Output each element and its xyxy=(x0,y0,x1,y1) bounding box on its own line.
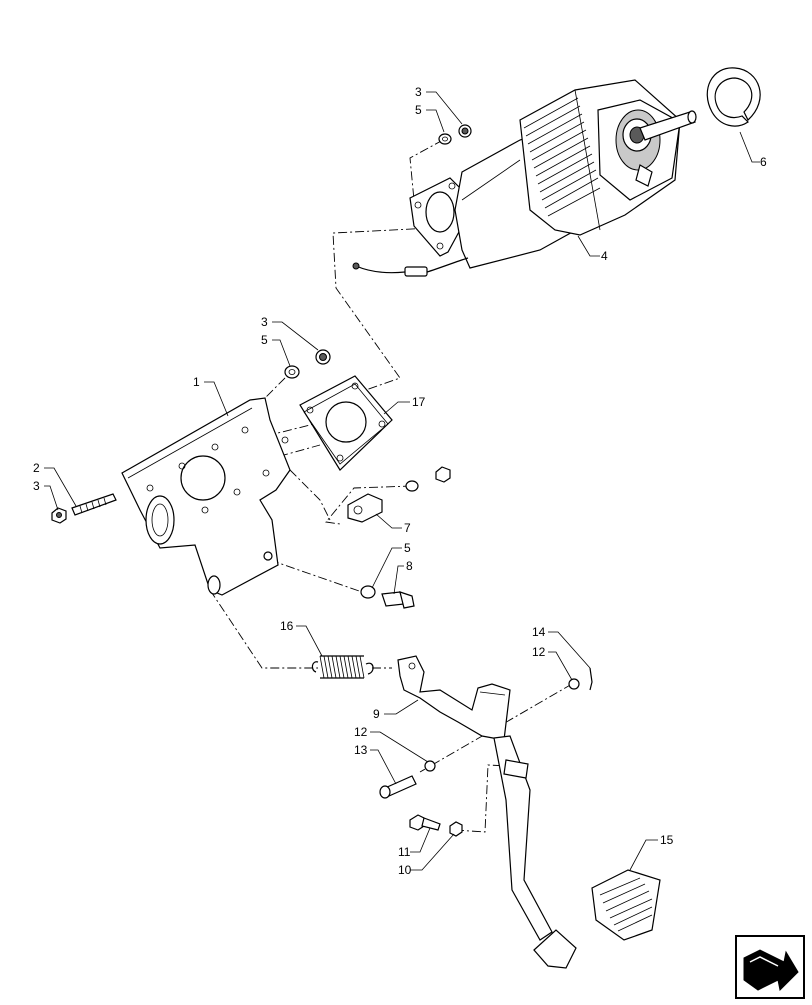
callout-8: 8 xyxy=(406,559,413,573)
callout-5: 5 xyxy=(415,103,422,117)
mid-washer-5 xyxy=(284,365,300,379)
callout-14: 14 xyxy=(532,625,546,639)
callout-5: 5 xyxy=(404,541,411,555)
mid-nut-3 xyxy=(315,349,331,365)
callout-5: 5 xyxy=(261,333,268,347)
part-11-bolt xyxy=(409,814,441,831)
callout-3: 3 xyxy=(261,315,268,329)
callout-16: 16 xyxy=(280,619,294,633)
callout-11: 11 xyxy=(398,845,411,859)
callout-10: 10 xyxy=(398,863,412,877)
clamp-washer xyxy=(405,480,419,492)
part-9-pedal-bracket xyxy=(397,655,511,741)
next-page-arrow-icon[interactable] xyxy=(735,935,805,999)
top-nut-3 xyxy=(458,124,472,138)
part-16-spring xyxy=(311,655,374,679)
part-7-clamp xyxy=(347,493,383,523)
callout-7: 7 xyxy=(404,521,411,535)
part-12-bushing-upper xyxy=(568,678,580,690)
part-14-clip xyxy=(589,667,593,691)
assembly-lines xyxy=(209,139,573,833)
part-8-bolt xyxy=(381,591,415,609)
part-1-bracket xyxy=(121,397,291,596)
part-4-valve-assembly xyxy=(352,79,697,277)
callout-4: 4 xyxy=(601,249,608,263)
leaders xyxy=(44,91,760,871)
callout-3: 3 xyxy=(33,479,40,493)
callout-6: 6 xyxy=(760,155,767,169)
pedal-lever xyxy=(493,735,577,969)
callout-2: 2 xyxy=(33,461,40,475)
callout-12: 12 xyxy=(354,725,368,739)
part-6-retaining-ring xyxy=(706,67,761,127)
callout-17: 17 xyxy=(412,395,426,409)
top-washer-5 xyxy=(438,133,452,145)
part-2-stud xyxy=(71,493,117,516)
callout-labels: 3 5 6 4 3 5 1 17 2 3 7 5 8 16 14 12 9 12… xyxy=(33,85,767,877)
left-nut-3 xyxy=(51,507,67,524)
callout-13: 13 xyxy=(354,743,368,757)
part-15-pedal-pad xyxy=(591,869,661,941)
callout-9: 9 xyxy=(373,707,380,721)
part-17-gasket xyxy=(299,375,393,471)
callout-3: 3 xyxy=(415,85,422,99)
part-12-bushing-lower xyxy=(424,760,436,772)
part-13-pin xyxy=(379,775,417,799)
callout-1: 1 xyxy=(193,375,200,389)
clamp-nut xyxy=(435,466,451,483)
part-5-washer-lower xyxy=(360,585,376,599)
callout-12: 12 xyxy=(532,645,546,659)
part-10-nut xyxy=(449,821,463,837)
callout-15: 15 xyxy=(660,833,674,847)
